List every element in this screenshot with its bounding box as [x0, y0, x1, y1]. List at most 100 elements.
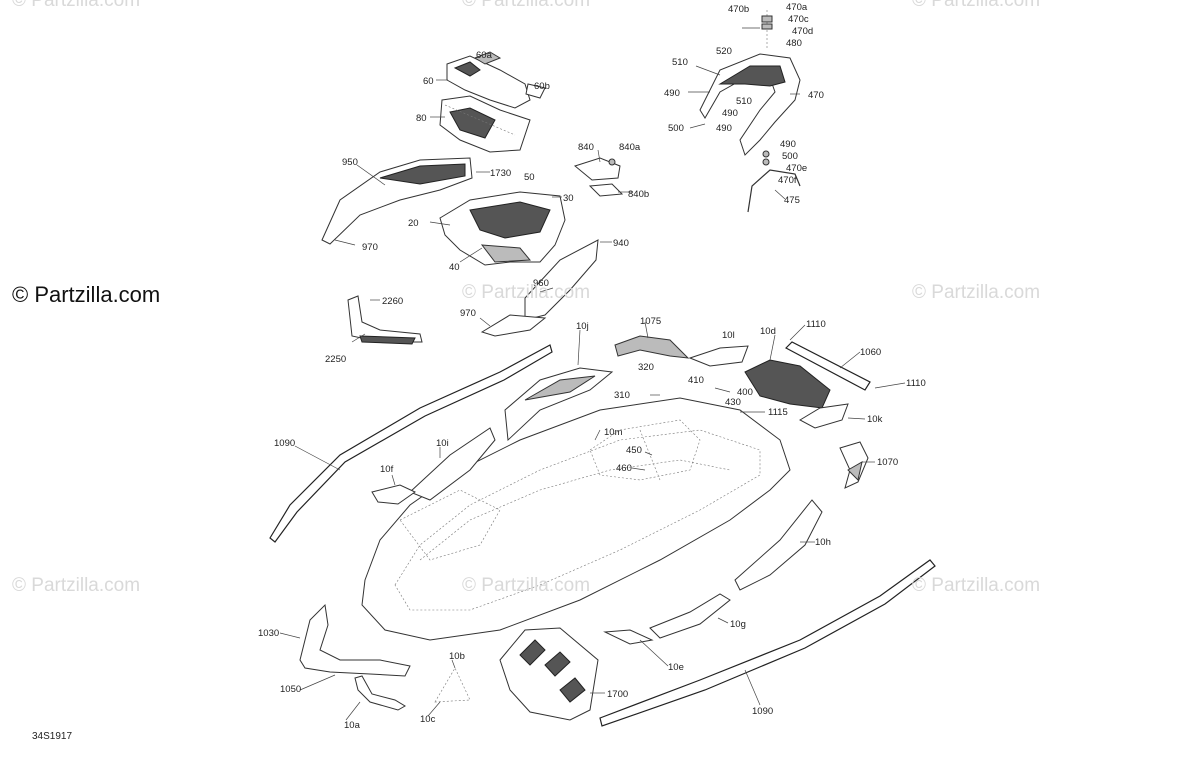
callout: 950	[342, 157, 358, 168]
watermark-text: © Partzilla.com	[12, 0, 141, 11]
callout: 490	[722, 108, 738, 119]
callout: 320	[638, 362, 654, 373]
watermark-text: © Partzilla.com	[462, 282, 591, 303]
part-side-panel-950	[321, 157, 473, 245]
decal-10i	[409, 427, 496, 501]
callout: 470f	[778, 175, 797, 186]
watermark-text: © Partzilla.com	[912, 575, 1041, 596]
watermark-text: © Partzilla.com	[912, 0, 1041, 11]
partzilla-watermark: © Partzilla.com	[12, 282, 161, 307]
callout: 50	[524, 172, 535, 183]
callout: 470b	[728, 4, 749, 15]
callout: 470c	[788, 14, 809, 25]
callout: 10c	[420, 714, 436, 725]
callout: 510	[672, 57, 688, 68]
callout: 10j	[576, 321, 589, 332]
callout: 1050	[280, 684, 301, 695]
callout: 80	[416, 113, 427, 124]
decal-10l	[688, 345, 749, 367]
callout: 10e	[668, 662, 684, 673]
decal-10j	[504, 367, 614, 442]
part-cover-1075	[614, 335, 690, 359]
part-body-50	[439, 191, 566, 266]
decal-10k	[798, 403, 849, 429]
callout: 20	[408, 218, 419, 229]
callout: 10g	[730, 619, 746, 630]
callout: 1090	[752, 706, 773, 717]
callout: 840b	[628, 189, 649, 200]
callout: 10f	[380, 464, 394, 475]
callout: 30	[563, 193, 574, 204]
part-bumper-1030	[299, 603, 411, 677]
callout: 475	[784, 195, 800, 206]
part-10b	[434, 667, 471, 703]
part-upper-cover-60	[446, 51, 546, 109]
callout: 520	[716, 46, 732, 57]
callout: 1070	[877, 457, 898, 468]
callout: 1700	[607, 689, 628, 700]
decal-10f	[371, 484, 416, 505]
decal-10d	[744, 359, 831, 409]
callout: 310	[614, 390, 630, 401]
callout: 460	[616, 463, 632, 474]
callout: 10k	[867, 414, 883, 425]
part-small-panel-840	[573, 157, 624, 197]
callout: 40	[449, 262, 460, 273]
callout: 60b	[534, 81, 550, 92]
callout: 2250	[325, 354, 346, 365]
callout: 1060	[860, 347, 881, 358]
part-1070	[839, 441, 869, 489]
callout: 490	[664, 88, 680, 99]
callout: 490	[716, 123, 732, 134]
callout-labels: 60a 60 60b 80 950 1730 50 30 20 40 970 8…	[258, 2, 926, 731]
part-grab-handle-470	[699, 10, 801, 166]
callout: 1110	[806, 319, 826, 330]
part-bracket-2250	[347, 295, 423, 345]
decal-10a	[354, 675, 406, 711]
callout: 10h	[815, 537, 831, 548]
callout: 450	[626, 445, 642, 456]
callout: 470d	[792, 26, 813, 37]
callout: 410	[688, 375, 704, 386]
callout: 10a	[344, 720, 361, 731]
decal-10g	[649, 593, 731, 639]
callout: 1030	[258, 628, 279, 639]
leader-lines	[279, 27, 906, 721]
callout: 510	[736, 96, 752, 107]
watermark-text: © Partzilla.com	[12, 575, 141, 596]
callout: 500	[782, 151, 798, 162]
diagram-reference-code: 34S1917	[32, 731, 73, 742]
callout: 1110	[906, 378, 926, 389]
decal-10e	[603, 629, 654, 645]
callout: 2260	[382, 296, 403, 307]
strip-1090-left	[269, 344, 553, 543]
callout: 10m	[604, 427, 623, 438]
callout: 1730	[490, 168, 511, 179]
decal-10h	[734, 499, 823, 591]
callout: 10i	[436, 438, 449, 449]
callout: 1115	[768, 407, 788, 418]
callout: 10d	[760, 326, 776, 337]
callout: 500	[668, 123, 684, 134]
strip-1060	[785, 341, 871, 391]
callout: 400	[737, 387, 753, 398]
watermark-text: © Partzilla.com	[462, 575, 591, 596]
callout: 470	[808, 90, 824, 101]
strip-1090-right	[599, 559, 936, 727]
part-console-80	[439, 95, 531, 153]
callout: 840a	[619, 142, 641, 153]
callout: 430	[725, 397, 741, 408]
callout: 1075	[640, 316, 661, 327]
part-cable-475	[747, 169, 801, 213]
callout: 970	[362, 242, 378, 253]
callout: 60	[423, 76, 434, 87]
part-footwell-1700	[499, 627, 599, 721]
callout: 480	[786, 38, 802, 49]
callout: 840	[578, 142, 594, 153]
callout: 490	[780, 139, 796, 150]
watermark-text: © Partzilla.com	[462, 0, 591, 11]
callout: 470e	[786, 163, 807, 174]
callout: 10l	[722, 330, 735, 341]
callout: 1090	[274, 438, 295, 449]
